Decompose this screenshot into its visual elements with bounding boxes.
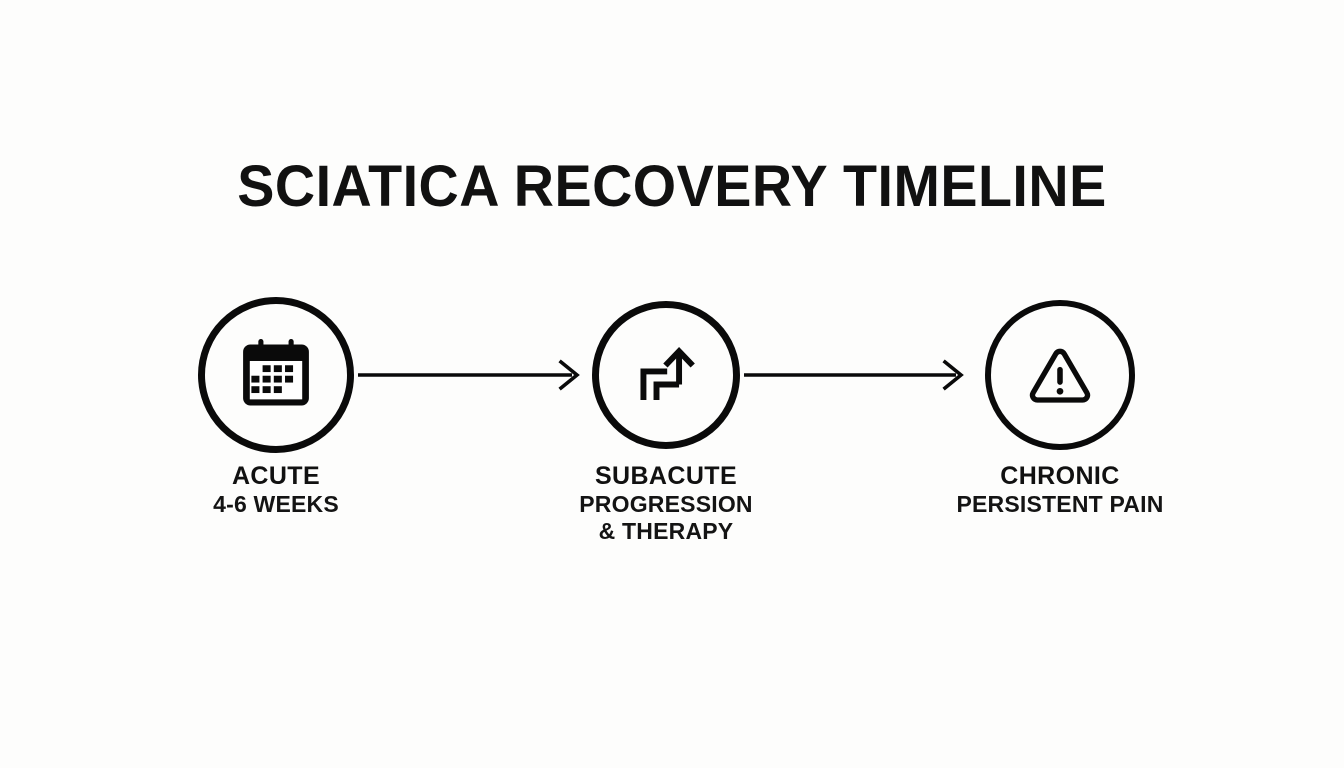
icon-holder: [985, 300, 1135, 450]
icon-holder: [198, 297, 354, 453]
stage-caption-line: PROGRESSION: [579, 491, 753, 517]
triangle-outline: [1029, 348, 1091, 403]
stage-title: ACUTE: [231, 462, 321, 490]
stage-labels-subacute: SUBACUTE PROGRESSION & THERAPY: [486, 462, 846, 545]
stage-labels-acute: ACUTE 4-6 WEEKS: [96, 462, 456, 518]
stage-caption-line: 4-6 WEEKS: [213, 491, 339, 517]
circle-ring: [198, 297, 354, 453]
exclamation-dot: [1056, 387, 1064, 395]
stage-circle-chronic[interactable]: [985, 300, 1135, 450]
stage-title: SUBACUTE: [594, 462, 738, 490]
warning-triangle-icon: [1029, 348, 1091, 403]
arrowhead-icon: [558, 359, 580, 391]
stage-caption-line: PERSISTENT PAIN: [956, 491, 1164, 517]
circle-ring: [592, 301, 740, 449]
icon-holder: [592, 301, 740, 449]
stage-circle-subacute[interactable]: [592, 301, 740, 449]
calendar-icon: [243, 339, 309, 406]
stage-caption-line: & THERAPY: [598, 518, 734, 544]
circle-ring: [985, 300, 1135, 450]
arrowhead-icon: [942, 359, 964, 391]
stage-circle-acute[interactable]: [198, 297, 354, 453]
page-title: SCIATICA RECOVERY TIMELINE: [237, 154, 1107, 219]
exclamation-stem: [1057, 366, 1063, 385]
progression-arrow-icon: [640, 346, 695, 400]
stage-labels-chronic: CHRONIC PERSISTENT PAIN: [880, 462, 1240, 518]
stage-title: CHRONIC: [1000, 462, 1120, 490]
